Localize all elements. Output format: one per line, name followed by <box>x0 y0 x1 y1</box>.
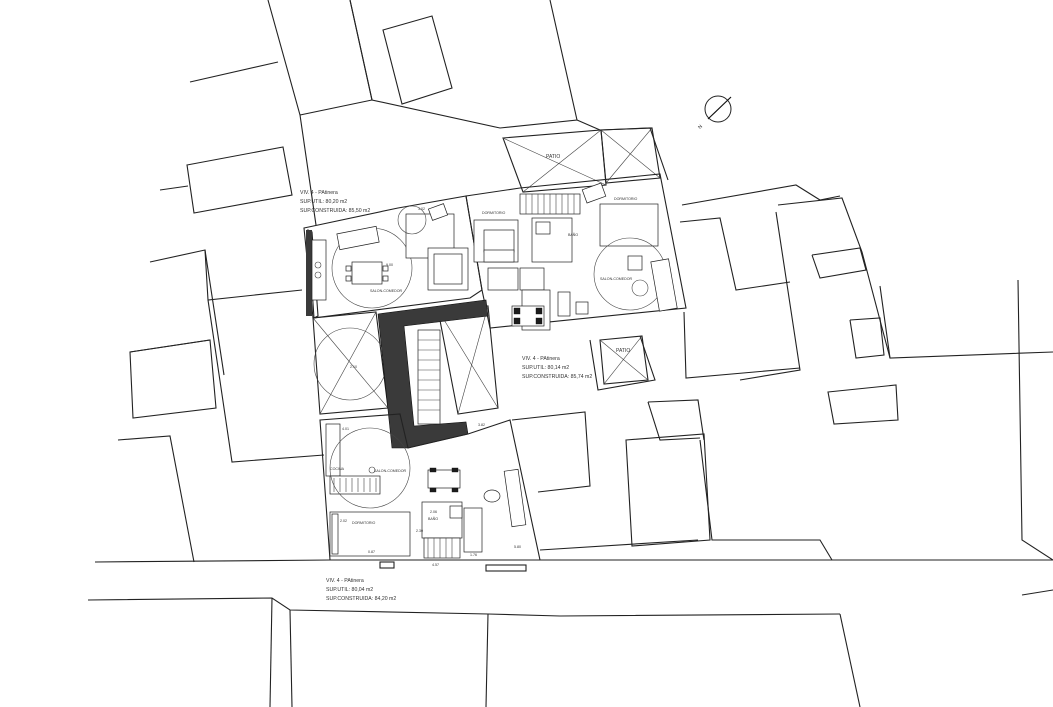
north-label: N <box>697 124 704 131</box>
dim-h: 0.87 <box>368 550 375 554</box>
room-salon-2: SALON-COMEDOR <box>600 277 633 281</box>
dim-c: 2.10 <box>350 365 357 369</box>
dim-b: 3.02 <box>418 207 425 211</box>
unit-3-built: SUP.CONSTRUIDA: 84,20 m2 <box>326 596 396 602</box>
room-bano-1: BAÑO <box>568 232 578 237</box>
unit-upper-left: 9.00 SALON-COMEDOR 3.02 <box>303 195 483 319</box>
unit-label-middle-right: VIV. 4 - PAtinera SUP.UTIL: 80,14 m2 SUP… <box>522 356 592 380</box>
unit-1-name: VIV. 4 - PAtinera <box>300 190 338 196</box>
north-arrow-icon: N <box>697 95 732 131</box>
room-dorm-1: DORMITORIO <box>482 211 505 215</box>
unit-3-name: VIV. 4 - PAtinera <box>326 578 364 584</box>
room-cocina: COCINA <box>330 467 345 471</box>
unit-2-util: SUP.UTIL: 80,14 m2 <box>522 365 569 371</box>
room-dorm-2: DORMITORIO <box>614 197 637 201</box>
unit-1-built: SUP.CONSTRUIDA: 85,50 m2 <box>300 208 370 214</box>
dim-i: 2.06 <box>430 510 437 514</box>
unit-3-util: SUP.UTIL: 80,04 m2 <box>326 587 373 593</box>
unit-upper-right: DORMITORIO BAÑO DORMITORIO SALON-COMEDOR <box>465 173 687 331</box>
room-dorm-3: DORMITORIO <box>352 521 375 525</box>
room-salon-3: SALON-COMEDOR <box>374 469 407 473</box>
dim-f: 2.02 <box>340 519 347 523</box>
stair-steps <box>519 193 581 215</box>
dim-e: 3.82 <box>478 423 485 427</box>
dim-k: 5.80 <box>514 545 521 549</box>
dim-j: 2.30 <box>416 529 423 533</box>
unit-2-built: SUP.CONSTRUIDA: 85,74 m2 <box>522 374 592 380</box>
unit-1-util: SUP.UTIL: 80,20 m2 <box>300 199 347 205</box>
central-courtyard: 2.10 <box>312 299 499 449</box>
dim-a: 9.00 <box>386 263 393 267</box>
patio-label-small: PATIO <box>616 348 630 354</box>
room-bano-2: BAÑO <box>428 516 438 521</box>
dim-l: 1.76 <box>470 553 477 557</box>
patio-small: PATIO <box>599 335 649 385</box>
access-stair <box>417 329 441 425</box>
patio-upper: PATIO <box>502 127 661 193</box>
dim-d: 4.01 <box>342 427 349 431</box>
room-salon-1: SALON-COMEDOR <box>370 289 403 293</box>
unit-label-bottom: VIV. 4 - PAtinera SUP.UTIL: 80,04 m2 SUP… <box>326 578 396 602</box>
patio-label-upper: PATIO <box>546 154 560 160</box>
unit-lower: 4.01 3.82 SALON-COMEDOR 2.02 DORMITORIO … <box>319 413 541 572</box>
unit-label-upper-left: VIV. 4 - PAtinera SUP.UTIL: 80,20 m2 SUP… <box>300 190 370 214</box>
unit-2-name: VIV. 4 - PAtinera <box>522 356 560 362</box>
dim-g: 4.57 <box>432 563 439 567</box>
neighbouring-plots <box>87 0 1053 707</box>
